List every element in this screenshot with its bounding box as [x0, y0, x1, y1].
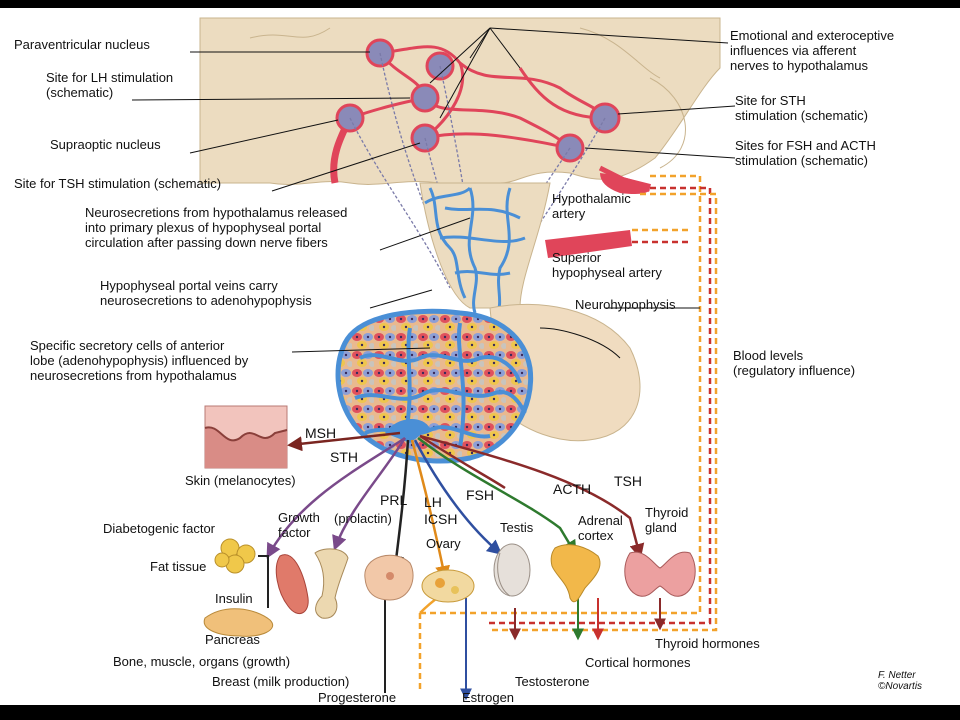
bone-illustration [314, 548, 349, 619]
label-tsh-site: Site for TSH stimulation (schematic) [14, 176, 222, 191]
hormone-fsh: FSH [466, 487, 494, 503]
ovary-illustration [421, 569, 475, 603]
label-progesterone: Progesterone [318, 690, 397, 705]
hormone-sth: STH [330, 449, 358, 465]
pancreas-illustration [203, 608, 273, 637]
label-testosterone: Testosterone [515, 674, 590, 689]
hypothalamus [199, 17, 721, 185]
adenohypophysis [335, 308, 534, 464]
leader-lines [131, 27, 736, 359]
label-blood-levels: Blood levels (regulatory influence) [733, 348, 856, 378]
hormone-arrows [266, 431, 645, 581]
label-hypothalamic-artery: Hypothalamic artery [552, 191, 631, 221]
label-lh-site: Site for LH stimulation (schematic) [46, 70, 174, 100]
hormone-lh: LH [424, 494, 442, 510]
anatomy-illustration [131, 17, 736, 701]
netter-signature: F. Netter ©Novartis [878, 670, 923, 692]
label-neurosecretions: Neurosecretions from hypothalamus releas… [85, 205, 348, 250]
label-fsh-acth-sites: Sites for FSH and ACTH stimulation (sche… [735, 138, 876, 168]
label-cortical-hormones: Cortical hormones [585, 655, 691, 670]
label-ovary: Ovary [426, 536, 461, 551]
fat-tissue-illustration [214, 538, 256, 574]
label-pancreas: Pancreas [205, 632, 260, 647]
label-testis: Testis [500, 520, 534, 535]
label-thyroid-gland: Thyroid gland [645, 505, 689, 535]
hormone-tsh: TSH [614, 473, 642, 489]
hormone-prl: PRL [380, 492, 408, 508]
diagram-canvas: Paraventricular nucleus Site for LH stim… [0, 8, 960, 705]
label-superior-hypophyseal-artery: Superior hypophyseal artery [552, 250, 662, 280]
adrenal-illustration [550, 544, 601, 603]
label-estrogen: Estrogen [462, 690, 515, 705]
skin-illustration [204, 405, 288, 469]
hormone-output-lines [384, 598, 666, 701]
label-supraoptic-nucleus: Supraoptic nucleus [50, 137, 161, 152]
label-bone-muscle-organs: Bone, muscle, organs (growth) [113, 654, 291, 669]
label-neurohypophysis: Neurohypophysis [575, 297, 676, 312]
label-secretory-cells: Specific secretory cells of anterior lob… [30, 338, 249, 383]
label-paraventricular-nucleus: Paraventricular nucleus [14, 37, 150, 52]
label-sth-site: Site for STH stimulation (schematic) [735, 93, 868, 123]
hormone-icsh: ICSH [424, 511, 458, 527]
label-fat-tissue: Fat tissue [150, 559, 207, 574]
label-emotional-influences: Emotional and exteroceptive influences v… [730, 28, 895, 73]
muscle-illustration [275, 554, 309, 615]
label-adrenal-cortex: Adrenal cortex [578, 513, 623, 543]
label-thyroid-hormones: Thyroid hormones [655, 636, 760, 651]
hormone-growth-factor: Growth factor [278, 510, 320, 540]
hormone-msh: MSH [305, 425, 337, 441]
hormone-prolactin: (prolactin) [334, 511, 392, 526]
pituitary-stalk [419, 182, 551, 319]
hormone-acth: ACTH [553, 481, 592, 497]
artery-fills [545, 173, 650, 258]
label-portal-veins: Hypophyseal portal veins carry neurosecr… [100, 278, 312, 308]
label-diabetogenic-factor: Diabetogenic factor [103, 521, 216, 536]
thyroid-illustration [624, 551, 696, 597]
testis-illustration [493, 543, 531, 597]
label-breast: Breast (milk production) [212, 674, 350, 689]
label-insulin: Insulin [215, 591, 253, 606]
label-skin: Skin (melanocytes) [185, 473, 296, 488]
